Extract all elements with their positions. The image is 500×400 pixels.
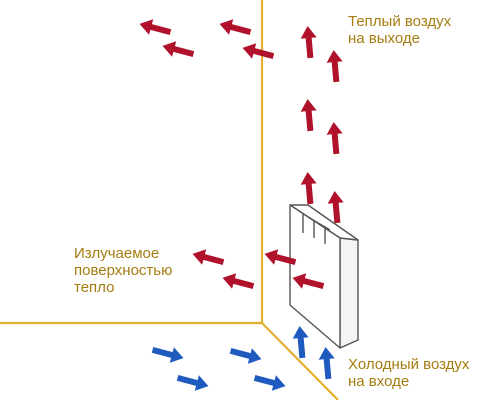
- radiant-heat-label-line3: тепло: [74, 279, 115, 296]
- red-arrow-icon: [326, 190, 346, 224]
- radiant-heat-label-line2: поверхностью: [74, 262, 173, 279]
- red-arrow-icon: [190, 246, 226, 270]
- red-arrow-icon: [325, 49, 345, 83]
- red-arrow-icon: [299, 98, 319, 132]
- blue-arrow-icon: [228, 343, 264, 367]
- red-arrow-icon: [220, 270, 256, 294]
- cold-air-floor-arrows: [150, 342, 288, 394]
- warm-air-outlet-label-line1: Теплый воздух: [348, 13, 452, 30]
- warm-air-outlet-label: Теплый воздух на выходе: [348, 13, 451, 47]
- red-arrow-icon: [325, 121, 345, 155]
- red-arrow-icon: [217, 16, 253, 40]
- radiator-front-panel: [289, 204, 341, 349]
- wall-floor-diagonal-line: [261, 322, 339, 400]
- room-walls: [0, 0, 339, 400]
- blue-arrow-icon: [150, 342, 186, 366]
- warm-air-outlet-label-line2: на выходе: [348, 30, 420, 47]
- radiant-heat-label: Излучаемое поверхностью тепло: [74, 245, 172, 296]
- red-arrow-icon: [240, 40, 276, 64]
- radiator-side-panel: [339, 237, 359, 349]
- red-arrow-icon: [299, 25, 319, 59]
- blue-arrow-icon: [175, 370, 211, 394]
- cold-air-inlet-label: Холодный воздух на входе: [348, 356, 469, 390]
- cold-air-inlet-label-line2: на входе: [348, 373, 410, 390]
- warm-air-rising-arrows: [299, 25, 346, 224]
- red-arrow-icon: [160, 38, 196, 62]
- blue-arrow-icon: [252, 370, 288, 394]
- radiator-vent-line: [307, 216, 331, 231]
- warm-air-arrows-top: [137, 16, 276, 64]
- cold-air-inlet-label-line1: Холодный воздух: [348, 356, 470, 373]
- radiant-heat-label-line1: Излучаемое: [74, 245, 160, 262]
- red-arrow-icon: [137, 16, 173, 40]
- radiator: [289, 204, 359, 349]
- blue-arrow-icon: [317, 346, 337, 380]
- blue-arrow-icon: [291, 325, 311, 359]
- red-arrow-icon: [299, 171, 319, 205]
